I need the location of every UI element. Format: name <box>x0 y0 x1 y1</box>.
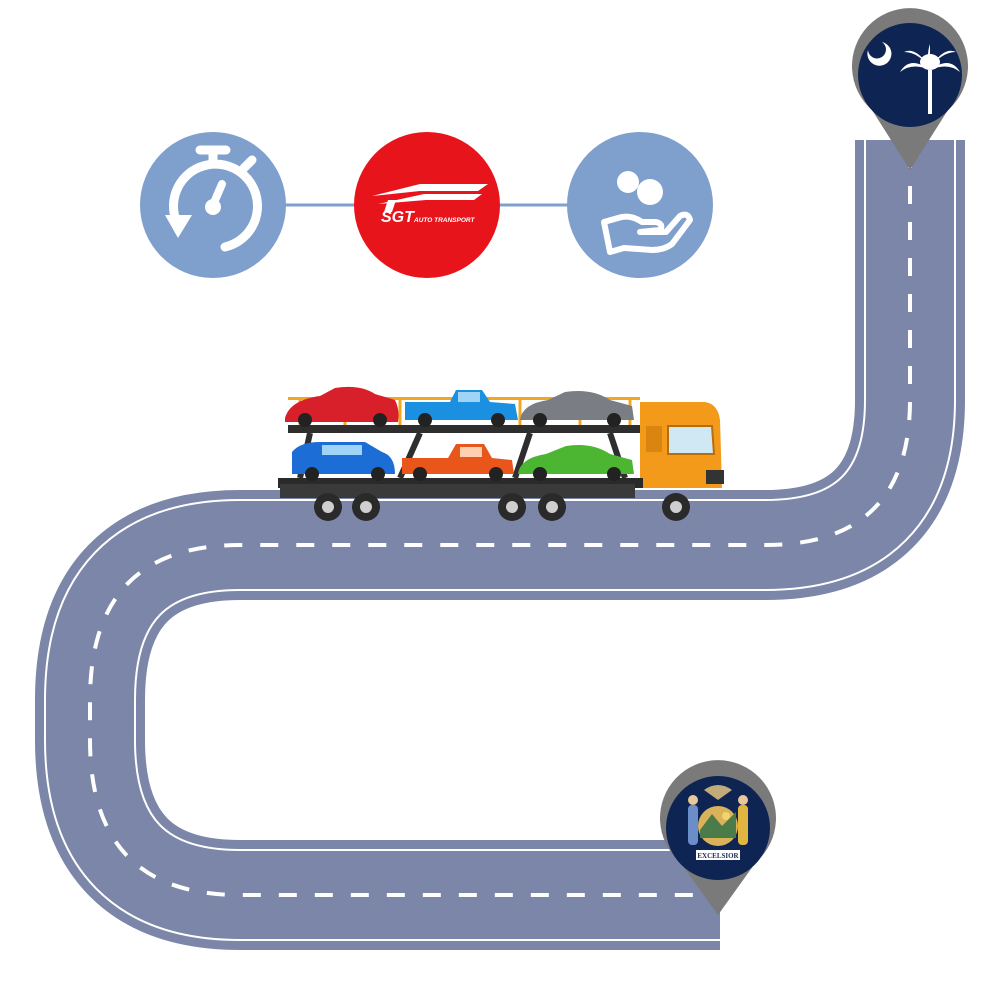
trailer-deck-upper <box>288 425 640 433</box>
road-center-dashes <box>88 150 912 897</box>
truck-wheels <box>314 493 690 521</box>
state-seal-icon: EXCELSIOR <box>688 785 748 860</box>
car-orange-pickup <box>402 444 514 481</box>
trailer-frame-lower <box>278 478 643 488</box>
origin-location-pin <box>852 8 969 170</box>
palmetto-crescent-flag-icon <box>867 42 960 114</box>
feature-icon-row: SGT AUTO TRANSPORT <box>140 132 713 278</box>
stopwatch-icon <box>169 145 262 252</box>
car-carrier-truck <box>278 386 724 521</box>
seal-motto: EXCELSIOR <box>697 852 739 860</box>
car-green-coupe <box>518 445 634 481</box>
car-gray-sedan <box>520 391 634 427</box>
hand-coins-icon <box>601 171 693 255</box>
destination-location-pin: EXCELSIOR <box>660 760 776 915</box>
sgt-logo-icon: SGT AUTO TRANSPORT <box>354 132 500 278</box>
car-blue-suv <box>292 442 395 481</box>
logo-sub-text: AUTO TRANSPORT <box>413 217 475 224</box>
logo-main-text: SGT <box>381 209 415 226</box>
car-blue-pickup <box>405 390 518 427</box>
winding-road <box>35 140 965 950</box>
car-red-coupe <box>285 386 399 427</box>
stopwatch-circle <box>140 132 286 278</box>
hand-coins-circle <box>567 132 713 278</box>
